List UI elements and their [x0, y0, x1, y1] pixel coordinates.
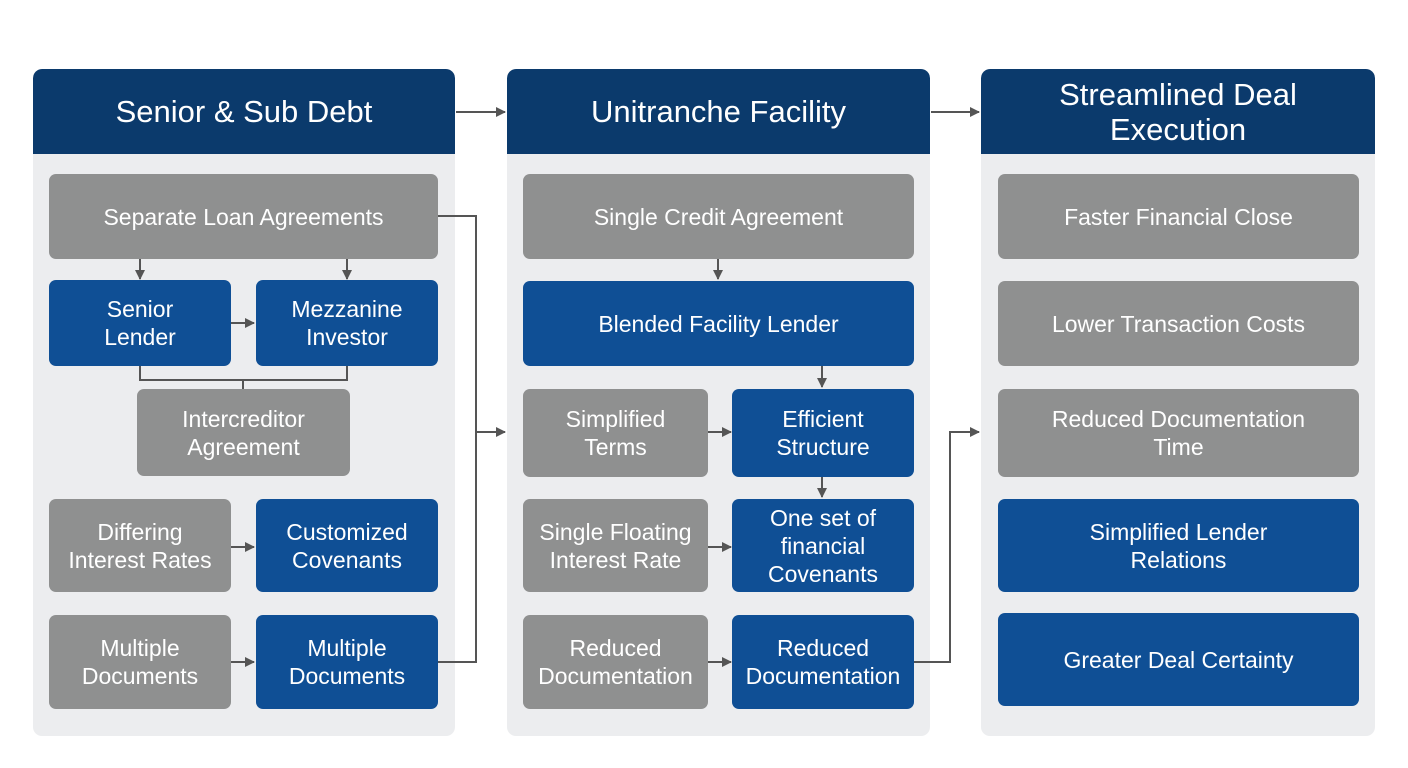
lower-transaction-costs-box: Lower Transaction Costs — [998, 281, 1359, 366]
single-floating-interest-rate-box: Single Floating Interest Rate — [523, 499, 708, 592]
column-header-unitranche-facility: Unitranche Facility — [507, 69, 930, 154]
separate-loan-agreements-box: Separate Loan Agreements — [49, 174, 438, 259]
greater-deal-certainty-box: Greater Deal Certainty — [998, 613, 1359, 706]
one-set-financial-covenants-box: One set of financial Covenants — [732, 499, 914, 592]
mezzanine-investor-box: Mezzanine Investor — [256, 280, 438, 366]
differing-interest-rates-box: Differing Interest Rates — [49, 499, 231, 592]
multiple-documents-gray-box: Multiple Documents — [49, 615, 231, 709]
reduced-documentation-blue-box: Reduced Documentation — [732, 615, 914, 709]
reduced-documentation-time-box: Reduced Documentation Time — [998, 389, 1359, 477]
faster-financial-close-box: Faster Financial Close — [998, 174, 1359, 259]
reduced-documentation-gray-box: Reduced Documentation — [523, 615, 708, 709]
simplified-lender-relations-box: Simplified Lender Relations — [998, 499, 1359, 592]
blended-facility-lender-box: Blended Facility Lender — [523, 281, 914, 366]
single-credit-agreement-box: Single Credit Agreement — [523, 174, 914, 259]
intercreditor-agreement-box: Intercreditor Agreement — [137, 389, 350, 476]
simplified-terms-box: Simplified Terms — [523, 389, 708, 477]
senior-lender-box: Senior Lender — [49, 280, 231, 366]
efficient-structure-box: Efficient Structure — [732, 389, 914, 477]
customized-covenants-box: Customized Covenants — [256, 499, 438, 592]
column-header-streamlined-deal-execution: Streamlined Deal Execution — [981, 69, 1375, 154]
column-header-senior-sub-debt: Senior & Sub Debt — [33, 69, 455, 154]
multiple-documents-blue-box: Multiple Documents — [256, 615, 438, 709]
